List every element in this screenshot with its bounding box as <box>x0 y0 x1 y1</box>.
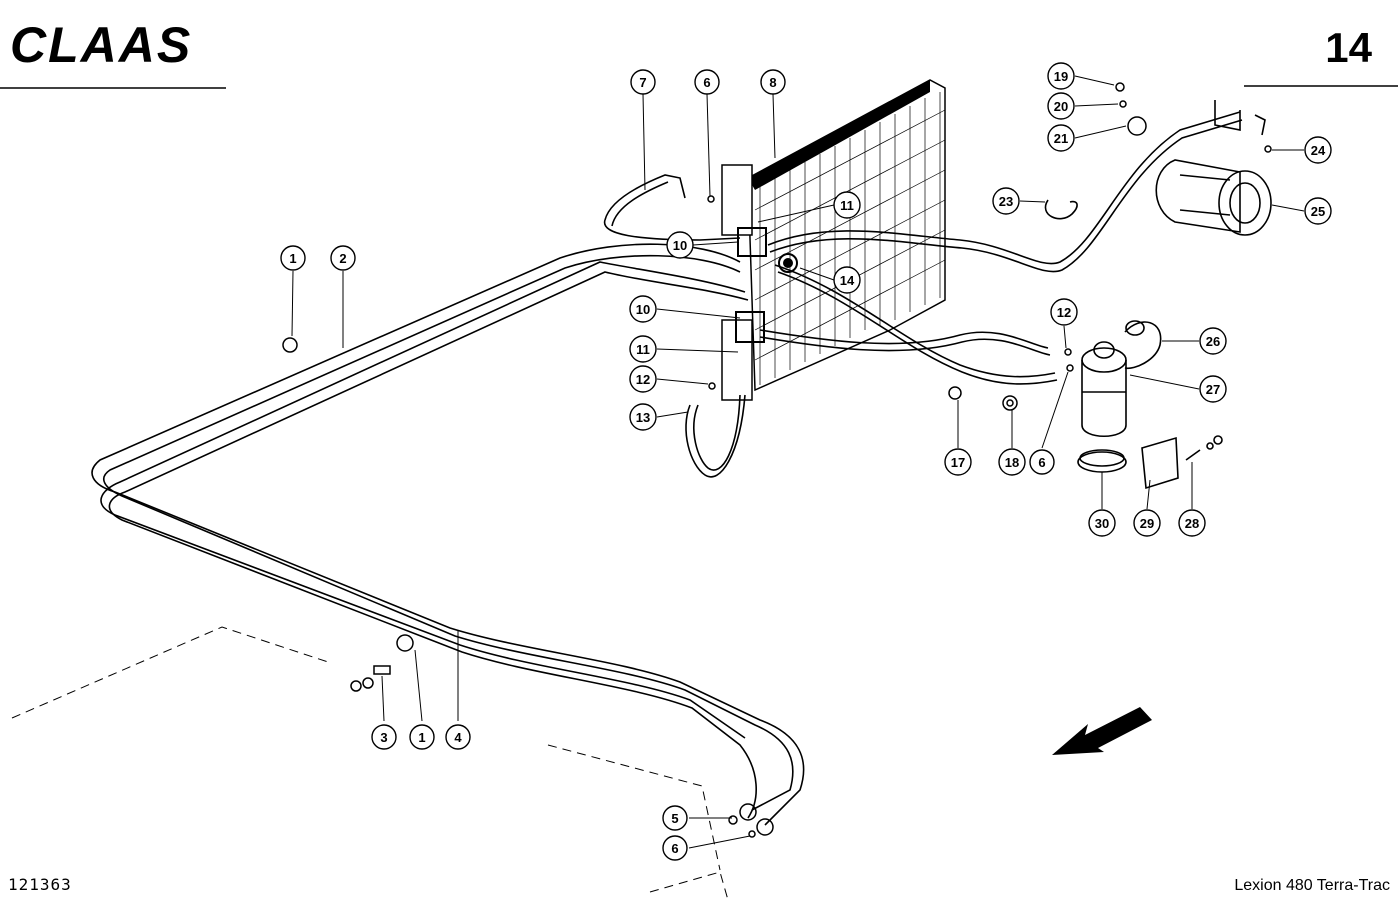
callout-29: 29 <box>1133 509 1161 537</box>
callout-30: 30 <box>1088 509 1116 537</box>
model-name: Lexion 480 Terra-Trac <box>1234 877 1390 894</box>
svg-text:10: 10 <box>673 238 687 253</box>
svg-text:17: 17 <box>951 455 965 470</box>
callout-20: 20 <box>1047 92 1075 120</box>
callout-27: 27 <box>1199 375 1227 403</box>
callout-8: 8 <box>760 69 786 95</box>
svg-text:4: 4 <box>454 730 462 745</box>
svg-text:23: 23 <box>999 194 1013 209</box>
leader-lines <box>291 75 1305 849</box>
svg-text:25: 25 <box>1311 204 1325 219</box>
fittings <box>282 82 1272 838</box>
callout-23: 23 <box>992 187 1020 215</box>
svg-text:12: 12 <box>1057 305 1071 320</box>
svg-text:20: 20 <box>1054 99 1068 114</box>
drier-mount-parts <box>1077 435 1223 490</box>
direction-arrow <box>1052 707 1152 755</box>
callout-12: 12 <box>629 365 657 393</box>
svg-text:12: 12 <box>636 372 650 387</box>
flange-blocks <box>735 227 798 343</box>
callout-1: 1 <box>409 724 435 750</box>
callout-6: 6 <box>694 69 720 95</box>
callout-26: 26 <box>1199 327 1227 355</box>
svg-text:5: 5 <box>671 811 678 826</box>
svg-text:7: 7 <box>639 75 646 90</box>
condenser <box>721 79 946 401</box>
callout-6: 6 <box>1029 449 1055 475</box>
callout-5: 5 <box>662 805 688 831</box>
callout-4: 4 <box>445 724 471 750</box>
callout-19: 19 <box>1047 62 1075 90</box>
callout-11: 11 <box>833 191 861 219</box>
svg-text:18: 18 <box>1005 455 1019 470</box>
drawing-id: 121363 <box>8 875 72 894</box>
svg-text:6: 6 <box>703 75 710 90</box>
svg-text:28: 28 <box>1185 516 1199 531</box>
svg-text:6: 6 <box>671 841 678 856</box>
hose-clip <box>1044 199 1078 220</box>
svg-text:6: 6 <box>1038 455 1045 470</box>
callout-12: 12 <box>1050 298 1078 326</box>
compressor <box>1155 100 1272 236</box>
svg-text:10: 10 <box>636 302 650 317</box>
callout-6: 6 <box>662 835 688 861</box>
page-number: 14 <box>1325 24 1372 71</box>
callout-25: 25 <box>1304 197 1332 225</box>
callout-7: 7 <box>630 69 656 95</box>
callout-2: 2 <box>330 245 356 271</box>
receiver-drier <box>1081 320 1162 437</box>
callout-1: 1 <box>280 245 306 271</box>
svg-text:30: 30 <box>1095 516 1109 531</box>
svg-text:14: 14 <box>840 273 855 288</box>
cab-outline-dashed <box>11 626 729 900</box>
callout-13: 13 <box>629 403 657 431</box>
svg-text:19: 19 <box>1054 69 1068 84</box>
svg-text:1: 1 <box>289 251 296 266</box>
svg-text:11: 11 <box>636 342 650 357</box>
svg-text:11: 11 <box>840 198 854 213</box>
callout-10: 10 <box>666 231 694 259</box>
svg-text:27: 27 <box>1206 382 1220 397</box>
callout-18: 18 <box>998 448 1026 476</box>
svg-text:26: 26 <box>1206 334 1220 349</box>
svg-text:24: 24 <box>1311 143 1326 158</box>
callout-28: 28 <box>1178 509 1206 537</box>
callout-17: 17 <box>944 448 972 476</box>
hose-lines <box>91 111 1243 826</box>
callout-14: 14 <box>833 266 861 294</box>
svg-text:21: 21 <box>1054 131 1068 146</box>
svg-text:3: 3 <box>380 730 387 745</box>
callout-21: 21 <box>1047 124 1075 152</box>
svg-text:2: 2 <box>339 251 346 266</box>
svg-text:13: 13 <box>636 410 650 425</box>
callout-bubbles: 7 6 8 11 10 14 1 2 10 11 12 13 12 26 27 … <box>280 62 1332 861</box>
brand-logo: CLAAS <box>10 17 192 73</box>
svg-text:8: 8 <box>769 75 776 90</box>
callout-3: 3 <box>371 724 397 750</box>
callout-10: 10 <box>629 295 657 323</box>
svg-text:1: 1 <box>418 730 425 745</box>
callout-24: 24 <box>1304 136 1332 164</box>
callout-11: 11 <box>629 335 657 363</box>
svg-text:29: 29 <box>1140 516 1154 531</box>
